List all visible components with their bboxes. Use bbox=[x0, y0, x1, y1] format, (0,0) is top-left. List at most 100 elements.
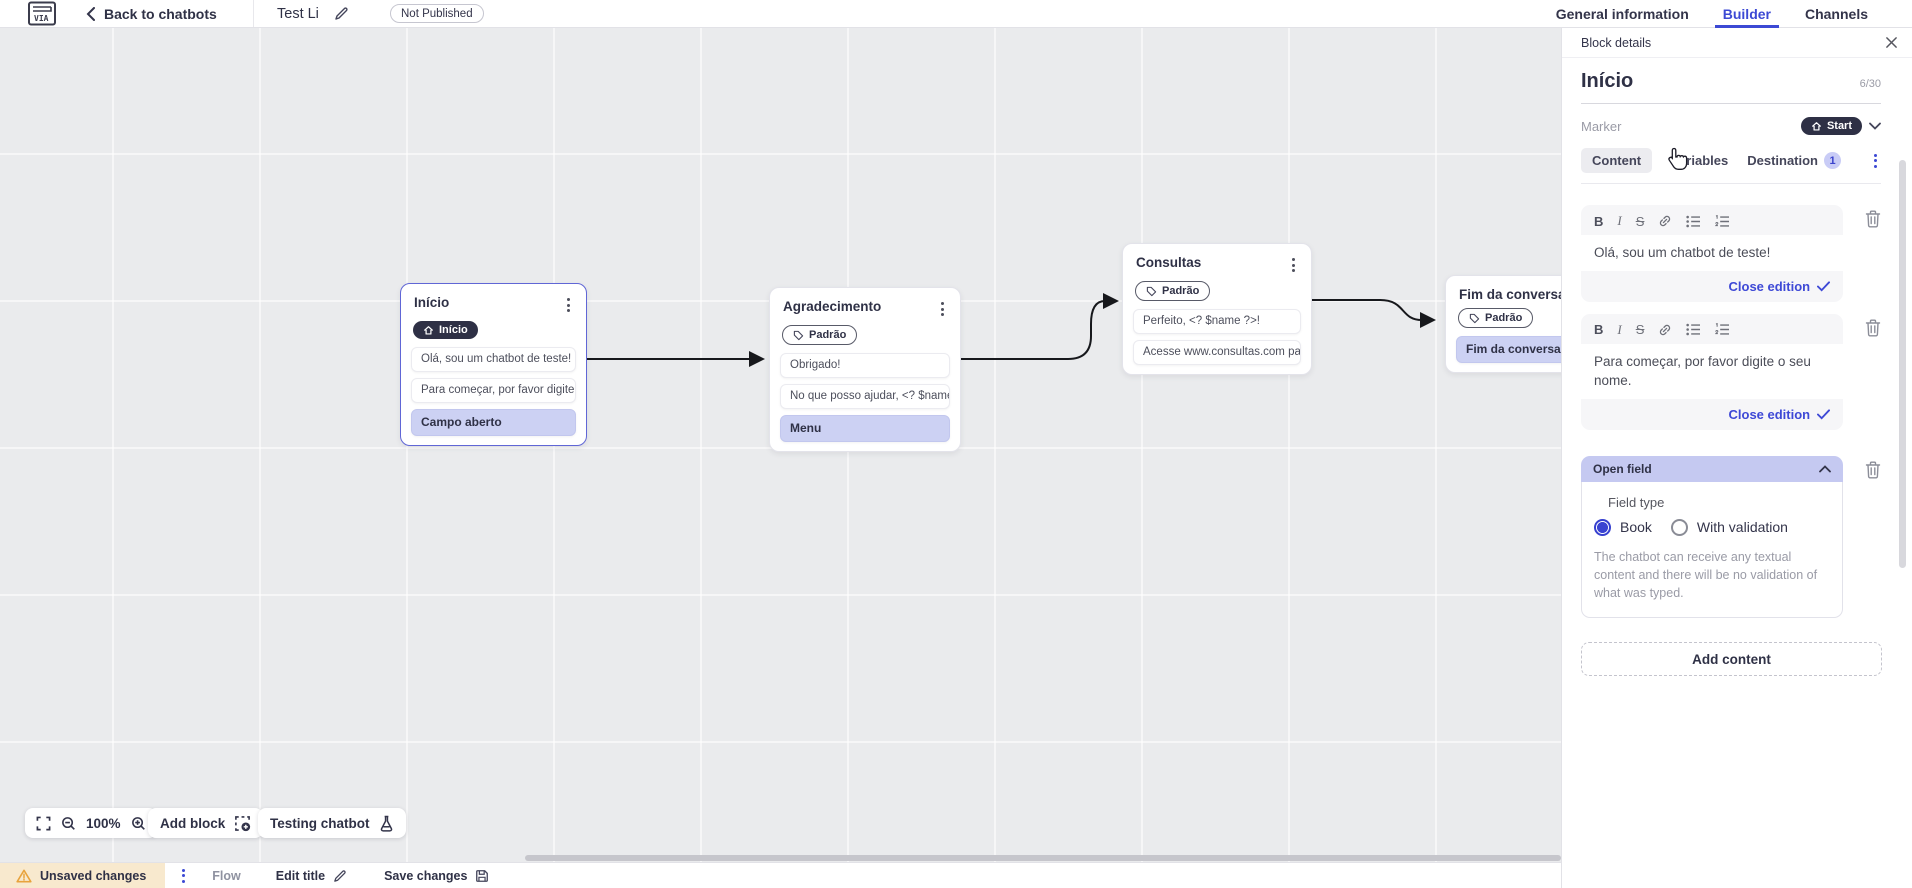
app-logo-icon[interactable]: VIA bbox=[26, 1, 64, 26]
wire-consultas-fim bbox=[1312, 299, 1436, 328]
chatbot-title[interactable]: Test Li bbox=[277, 5, 319, 22]
tab-general-information[interactable]: General information bbox=[1555, 5, 1689, 22]
block-menu-icon[interactable] bbox=[937, 299, 948, 319]
block-item-message[interactable]: Olá, sou um chatbot de teste! bbox=[411, 347, 576, 372]
open-field-section: Open field Field type Book bbox=[1581, 455, 1881, 619]
testing-chatbot-button[interactable]: Testing chatbot bbox=[258, 808, 406, 838]
chevron-down-icon bbox=[1869, 122, 1881, 130]
zoom-level: 100% bbox=[86, 815, 121, 831]
bold-icon[interactable]: B bbox=[1594, 322, 1604, 338]
close-icon[interactable] bbox=[1885, 36, 1898, 49]
content-editor: B I S bbox=[1581, 205, 1881, 302]
block-name-value: Início bbox=[1581, 70, 1634, 92]
fullscreen-icon[interactable] bbox=[36, 816, 51, 831]
destination-count-badge: 1 bbox=[1824, 152, 1842, 169]
radio-unselected-icon bbox=[1670, 518, 1688, 536]
block-item-message[interactable]: No que posso ajudar, <? $name ... bbox=[780, 384, 950, 409]
delete-content-icon[interactable] bbox=[1865, 210, 1881, 228]
marker-pill-default: Padrão bbox=[782, 325, 858, 345]
flow-block-inicio[interactable]: Início Início Olá, sou um chatbot de tes… bbox=[400, 283, 587, 446]
bullet-list-icon[interactable] bbox=[1686, 215, 1701, 228]
block-title: Consultas bbox=[1136, 255, 1202, 270]
unsaved-changes-indicator: Unsaved changes bbox=[0, 863, 166, 888]
numbered-list-icon[interactable] bbox=[1715, 214, 1730, 228]
block-item-message[interactable]: Para começar, por favor digite o ... bbox=[411, 378, 576, 403]
flow-block-agradecimento[interactable]: Agradecimento Padrão Obrigado! No que po… bbox=[769, 287, 961, 452]
flow-block-fim-da-conversa[interactable]: Fim da conversa Padrão Fim da conversa bbox=[1445, 275, 1561, 373]
close-edition-button[interactable]: Close edition bbox=[1581, 399, 1843, 430]
zoom-out-icon[interactable] bbox=[61, 816, 76, 831]
flask-icon bbox=[380, 815, 392, 832]
open-field-header[interactable]: Open field bbox=[1581, 455, 1844, 482]
tag-icon bbox=[1146, 286, 1157, 296]
block-item-message[interactable]: Obrigado! bbox=[780, 353, 950, 378]
link-icon[interactable] bbox=[1658, 214, 1672, 228]
bullet-list-icon[interactable] bbox=[1686, 323, 1701, 336]
link-icon[interactable] bbox=[1658, 323, 1672, 337]
edit-title-button[interactable]: Edit title bbox=[276, 869, 347, 883]
delete-content-icon[interactable] bbox=[1865, 319, 1881, 337]
tab-channels[interactable]: Channels bbox=[1804, 5, 1868, 22]
tab-content[interactable]: Content bbox=[1581, 148, 1653, 173]
tab-destination[interactable]: Destination 1 bbox=[1747, 147, 1842, 174]
home-icon bbox=[1811, 121, 1821, 131]
block-title: Início bbox=[414, 295, 450, 310]
add-content-button[interactable]: Add content bbox=[1581, 642, 1882, 677]
canvas-horizontal-scrollbar[interactable] bbox=[525, 855, 1561, 861]
back-to-chatbots-button[interactable]: Back to chatbots bbox=[86, 0, 217, 27]
block-menu-icon[interactable] bbox=[563, 295, 574, 315]
topbar-divider bbox=[253, 0, 254, 27]
block-name-field[interactable]: Início 6/30 bbox=[1581, 70, 1881, 104]
block-menu-icon[interactable] bbox=[1288, 255, 1299, 275]
panel-tabs: Content Variables Destination 1 bbox=[1581, 147, 1881, 184]
check-icon bbox=[1817, 409, 1831, 420]
flow-block-consultas[interactable]: Consultas Padrão Perfeito, <? $name ?>! … bbox=[1122, 243, 1312, 375]
bold-icon[interactable]: B bbox=[1594, 213, 1604, 229]
strikethrough-icon[interactable]: S bbox=[1635, 322, 1645, 338]
edit-title-icon[interactable] bbox=[334, 6, 349, 21]
radio-book[interactable]: Book bbox=[1594, 518, 1652, 536]
message-text-input[interactable]: Olá, sou um chatbot de teste! bbox=[1581, 235, 1844, 271]
delete-content-icon[interactable] bbox=[1865, 461, 1881, 479]
save-icon bbox=[476, 869, 489, 882]
marker-select[interactable]: Start bbox=[1800, 117, 1881, 135]
canvas-zoom-controls: 100% bbox=[25, 808, 157, 838]
chevron-up-icon bbox=[1819, 464, 1832, 473]
block-item-end[interactable]: Fim da conversa bbox=[1456, 336, 1561, 363]
svg-text:VIA: VIA bbox=[34, 14, 49, 23]
block-item-menu[interactable]: Menu bbox=[780, 415, 950, 442]
rich-text-toolbar: B I S bbox=[1581, 314, 1843, 344]
panel-scrollbar[interactable] bbox=[1899, 160, 1906, 568]
status-bar: Unsaved changes Flow Edit title Save cha… bbox=[0, 862, 1561, 888]
home-icon bbox=[423, 325, 434, 335]
tab-builder[interactable]: Builder bbox=[1714, 0, 1780, 28]
message-text-input[interactable]: Para começar, por favor digite o seu nom… bbox=[1581, 343, 1844, 399]
flow-tab[interactable]: Flow bbox=[212, 868, 241, 883]
strikethrough-icon[interactable]: S bbox=[1635, 213, 1645, 229]
block-item-message[interactable]: Perfeito, <? $name ?>! bbox=[1133, 309, 1301, 334]
add-block-button[interactable]: Add block bbox=[148, 808, 264, 838]
block-item-open-field[interactable]: Campo aberto bbox=[411, 409, 576, 436]
tab-options-menu-icon[interactable] bbox=[1870, 151, 1881, 171]
rich-text-toolbar: B I S bbox=[1581, 205, 1843, 235]
flow-options-menu-icon[interactable] bbox=[178, 866, 189, 886]
italic-icon[interactable]: I bbox=[1617, 321, 1622, 337]
save-changes-button[interactable]: Save changes bbox=[384, 869, 489, 883]
flow-canvas[interactable]: Início Início Olá, sou um chatbot de tes… bbox=[0, 28, 1561, 862]
block-item-message[interactable]: Acesse www.consultas.com par... bbox=[1133, 340, 1301, 365]
marker-pill-start: Início bbox=[413, 321, 478, 339]
zoom-in-icon[interactable] bbox=[131, 816, 146, 831]
content-editor: B I S bbox=[1581, 313, 1881, 430]
pencil-icon bbox=[334, 869, 346, 882]
close-edition-button[interactable]: Close edition bbox=[1581, 271, 1843, 302]
numbered-list-icon[interactable] bbox=[1715, 323, 1730, 336]
tab-variables[interactable]: Variables bbox=[1671, 153, 1729, 168]
warning-icon bbox=[16, 869, 32, 882]
check-icon bbox=[1817, 280, 1831, 292]
italic-icon[interactable]: I bbox=[1617, 213, 1622, 228]
top-bar: VIA Back to chatbots Test Li Not Publish… bbox=[0, 0, 1912, 28]
field-type-description: The chatbot can receive any textual cont… bbox=[1594, 549, 1818, 600]
radio-with-validation[interactable]: With validation bbox=[1670, 518, 1788, 536]
panel-title: Block details bbox=[1581, 35, 1652, 50]
